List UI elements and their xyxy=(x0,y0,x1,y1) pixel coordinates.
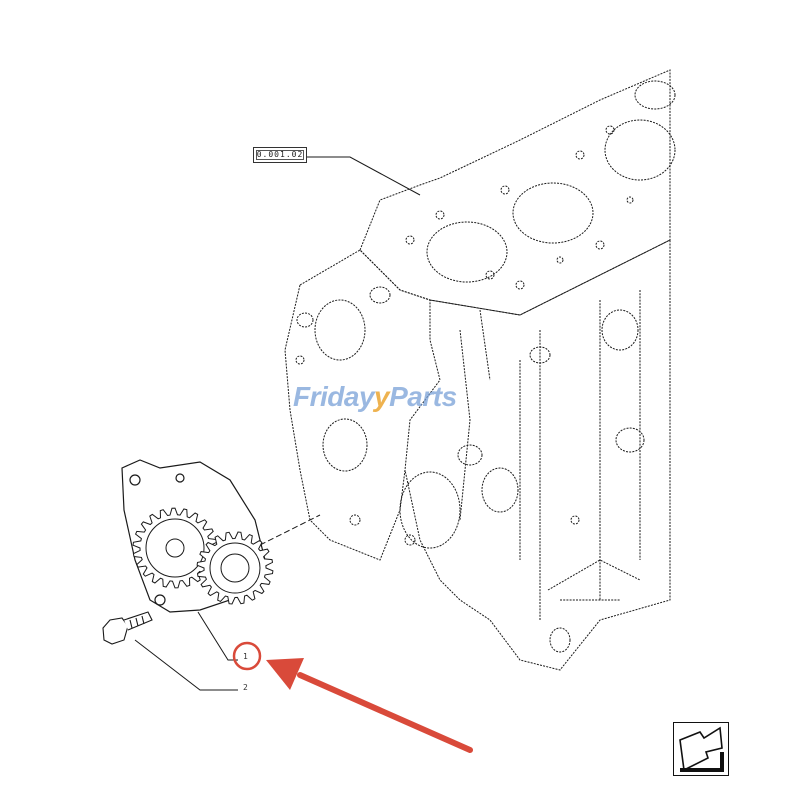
assembly-axis xyxy=(259,514,321,546)
flange-bolt xyxy=(102,611,153,645)
callout-leader-1 xyxy=(197,611,238,661)
callout-label-1: 1 xyxy=(243,652,248,661)
callout-label-2: 2 xyxy=(243,683,248,692)
reference-leader-line xyxy=(307,156,421,196)
drive-gear xyxy=(132,507,218,589)
gear-hub xyxy=(220,553,250,583)
highlight-circle xyxy=(232,641,262,671)
watermark-logo: FridayyParts xyxy=(293,381,457,412)
next-page-arrow-icon[interactable] xyxy=(679,726,724,772)
idler-gear xyxy=(196,531,274,605)
reference-code-label[interactable]: 0.001.02 xyxy=(253,147,307,163)
next-page-button[interactable] xyxy=(673,722,729,776)
highlight-arrow xyxy=(266,658,473,753)
callout-leader-2 xyxy=(134,639,238,691)
engine-block xyxy=(284,69,676,671)
gear-hub xyxy=(165,538,185,558)
